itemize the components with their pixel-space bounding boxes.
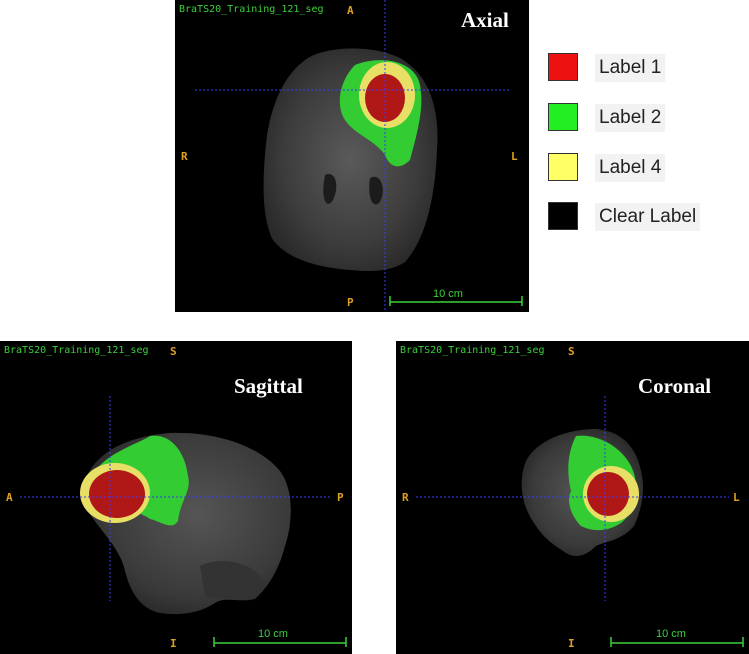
sagittal-viewport[interactable]: BraTS20_Training_121_seg S I A P Sagitta…: [0, 341, 352, 654]
orientation-left: R: [181, 150, 188, 163]
axial-ventricle: [323, 174, 337, 204]
legend-label: Clear Label: [595, 203, 701, 231]
axial-image: [195, 0, 523, 312]
view-title: Axial: [461, 8, 509, 32]
legend-label: Label 1: [595, 54, 666, 82]
legend-item-label1[interactable]: Label 1: [548, 53, 748, 85]
orientation-left: A: [6, 491, 13, 504]
legend-label: Label 4: [595, 154, 666, 182]
orientation-right: L: [733, 491, 740, 504]
scale-bar-label: 10 cm: [656, 628, 686, 640]
view-title: Sagittal: [234, 374, 303, 398]
legend-label: Label 2: [595, 104, 666, 132]
view-title: Coronal: [638, 374, 712, 398]
scale-bar-label: 10 cm: [433, 288, 463, 300]
segmentation-name: BraTS20_Training_121_seg: [400, 345, 545, 356]
segmentation-name: BraTS20_Training_121_seg: [179, 4, 324, 15]
axial-ventricle: [369, 176, 383, 205]
scale-bar-label: 10 cm: [258, 628, 288, 640]
legend-item-label4[interactable]: Label 4: [548, 153, 748, 185]
legend-item-clear-label[interactable]: Clear Label: [548, 202, 748, 234]
coronal-viewport[interactable]: BraTS20_Training_121_seg S I R L Coronal…: [396, 341, 749, 654]
sagittal-label1-region: [89, 470, 145, 518]
coronal-image: [416, 396, 744, 647]
orientation-bottom: I: [170, 637, 177, 650]
legend-swatch: [548, 103, 578, 131]
segmentation-name: BraTS20_Training_121_seg: [4, 345, 149, 356]
sagittal-cerebellum: [200, 561, 265, 600]
legend-item-label2[interactable]: Label 2: [548, 103, 748, 135]
orientation-bottom: P: [347, 296, 354, 309]
legend-swatch: [548, 202, 578, 230]
axial-viewport[interactable]: BraTS20_Training_121_seg A P R L Axial 1…: [175, 0, 529, 312]
orientation-left: R: [402, 491, 409, 504]
legend-swatch: [548, 53, 578, 81]
sagittal-image: [20, 396, 347, 647]
orientation-right: P: [337, 491, 344, 504]
coronal-label1-region: [587, 472, 629, 516]
orientation-top: S: [170, 345, 177, 358]
orientation-top: S: [568, 345, 575, 358]
orientation-right: L: [511, 150, 518, 163]
orientation-bottom: I: [568, 637, 575, 650]
legend-swatch: [548, 153, 578, 181]
orientation-top: A: [347, 4, 354, 17]
